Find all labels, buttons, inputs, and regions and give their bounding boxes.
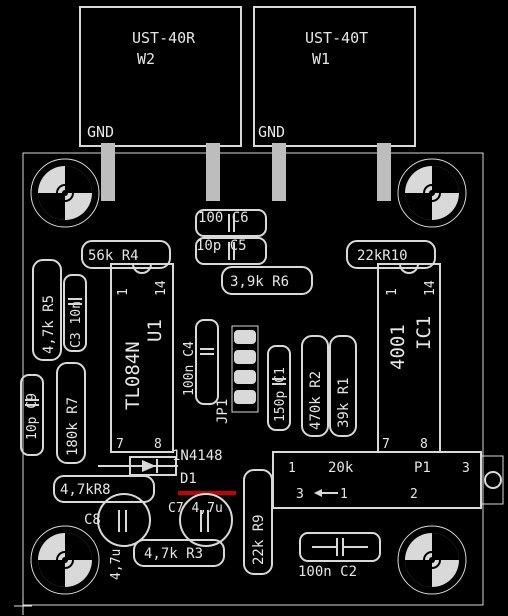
capacitor-c9: 10p C9 [20, 374, 44, 456]
mounting-hole-bottom-left [30, 525, 100, 595]
d1-ref-label: D1 [180, 471, 197, 487]
r6-label: 3,9k R6 [230, 274, 289, 290]
c2-label: 100n C2 [298, 564, 357, 580]
r9-label: 22k R9 [251, 514, 267, 565]
capacitor-c6: 100 C6 [195, 209, 267, 237]
r8-label: 4,7kR8 [60, 482, 111, 498]
resistor-r10: 22kR10 [346, 240, 436, 269]
origin-marker [14, 597, 32, 615]
r2-label: 470k R2 [308, 371, 324, 430]
p1-pin-mid-label: 1 [340, 487, 348, 502]
capacitor-c7: C7 4,7u [168, 493, 233, 547]
c1-label: 150p C1 [273, 367, 288, 422]
potentiometer-p1: 1 20k P1 3 3 1 2 [272, 451, 504, 509]
p1-value-label: 20k [328, 460, 354, 476]
u1-pin14-label: 14 [154, 280, 169, 296]
r4-label: 56k R4 [88, 248, 139, 264]
w2-ref-label: W2 [137, 50, 155, 68]
p1-ref-label: P1 [414, 460, 431, 476]
c6-label: 100 C6 [198, 210, 249, 226]
ic-ic1: 4001 IC1 1 14 7 8 [377, 263, 441, 453]
w2-part-label: UST-40R [132, 29, 196, 47]
resistor-r7: 180k R7 [56, 362, 86, 464]
p1-pin-right-label: 2 [410, 487, 418, 502]
r7-label: 180k R7 [65, 397, 81, 456]
transformer-w1: UST-40T W1 GND [253, 6, 416, 201]
c4-label: 100n C4 [182, 341, 197, 396]
c8-label: C8 [84, 512, 101, 528]
capacitor-c5: 10p C5 [195, 237, 267, 265]
w1-gnd-label: GND [258, 123, 285, 141]
w1-ref-label: W1 [312, 50, 330, 68]
c8-value-label: 4,7u [109, 549, 124, 580]
w2-gnd-label: GND [87, 123, 114, 141]
jumper-jp1: JP1 [215, 325, 259, 424]
capacitor-c8: C8 4,7u [84, 493, 151, 580]
resistor-r6: 3,9k R6 [221, 266, 313, 295]
r10-label: 22kR10 [357, 248, 408, 264]
ic1-pin1-label: 1 [385, 288, 400, 296]
u1-pin7-label: 7 [116, 437, 124, 452]
capacitor-c1: 150p C1 [267, 345, 291, 431]
c3-label: C3 10n [69, 301, 84, 348]
r1-label: 39k R1 [336, 377, 352, 428]
transformer-w2: UST-40R W2 GND [79, 6, 242, 201]
ic-u1: TL084N U1 1 14 7 8 [110, 263, 174, 453]
c7-label: C7 4,7u [168, 501, 223, 516]
p1-pin-a-label: 1 [288, 461, 296, 476]
resistor-r1: 39k R1 [329, 335, 357, 437]
resistor-r5: 4,7k R5 [32, 259, 62, 361]
d1-part-label: 1N4148 [172, 448, 223, 464]
ic1-ref-label: IC1 [413, 316, 435, 350]
c5-label: 10p C5 [196, 238, 247, 254]
ic1-pin7-label: 7 [382, 437, 390, 452]
mounting-hole-top-left [30, 158, 100, 228]
w1-part-label: UST-40T [305, 29, 368, 47]
ic1-pin14-label: 14 [423, 280, 438, 296]
ic1-part-label: 4001 [387, 324, 409, 370]
resistor-r9: 22k R9 [243, 469, 273, 575]
u1-part-label: TL084N [122, 341, 144, 410]
jp1-label: JP1 [215, 399, 231, 424]
p1-pin-left-label: 3 [296, 487, 304, 502]
r3-label: 4,7k R3 [144, 546, 203, 562]
capacitor-c2: 100n C2 [298, 532, 381, 580]
r5-label: 4,7k R5 [41, 295, 57, 354]
mounting-hole-bottom-right [397, 525, 467, 595]
capacitor-c4: 100n C4 [182, 319, 219, 405]
p1-pin-b-label: 3 [462, 461, 470, 476]
resistor-r4: 56k R4 [81, 240, 171, 269]
resistor-r3: 4,7k R3 [133, 539, 225, 567]
capacitor-c3: C3 10n [63, 274, 87, 352]
resistor-r2: 470k R2 [301, 335, 329, 437]
u1-ref-label: U1 [144, 319, 166, 342]
ic1-pin8-label: 8 [420, 437, 428, 452]
u1-pin1-label: 1 [116, 288, 131, 296]
mounting-hole-top-right [397, 158, 467, 228]
diode-d1: 1N4148 D1 [98, 448, 223, 487]
u1-pin8-label: 8 [154, 437, 162, 452]
